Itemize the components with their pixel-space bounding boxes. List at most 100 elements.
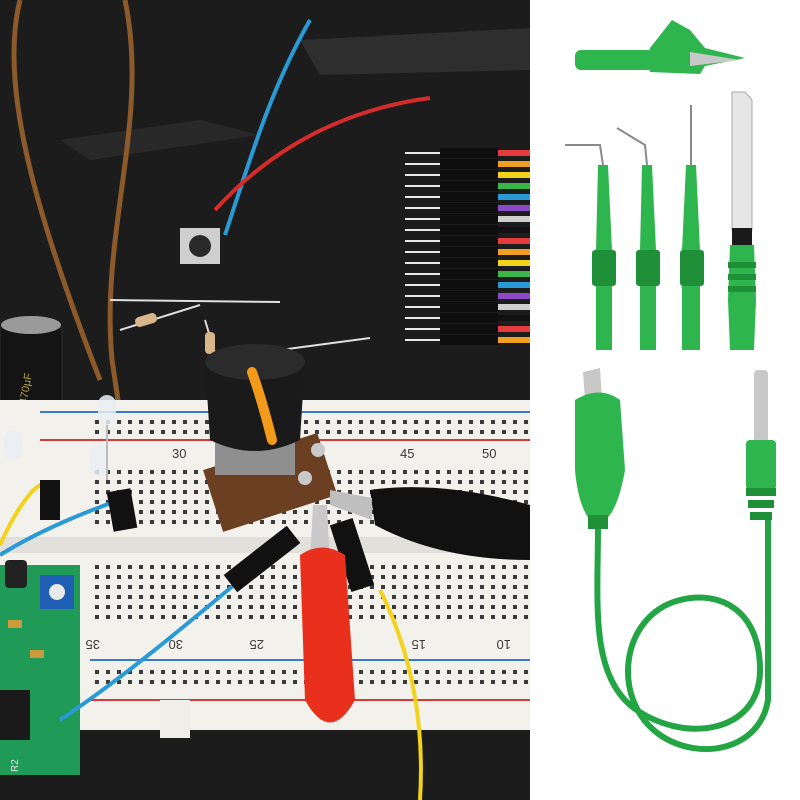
breadboard-hole (524, 615, 528, 619)
breadboard-hole (117, 680, 121, 684)
breadboard-hole (194, 595, 198, 599)
breadboard-hole (172, 670, 176, 674)
breadboard-hole (150, 605, 154, 609)
breadboard-hole (469, 430, 473, 434)
jumper-wire (495, 293, 530, 299)
breadboard-hole (403, 575, 407, 579)
breadboard-hole (436, 430, 440, 434)
breadboard-hole (172, 510, 176, 514)
alligator-clip-probe (575, 20, 745, 74)
breadboard-hole (458, 420, 462, 424)
breadboard-hole (161, 575, 165, 579)
breadboard-hole (117, 605, 121, 609)
breadboard-hole (183, 605, 187, 609)
breadboard-hole (95, 430, 99, 434)
breadboard-hole (513, 615, 517, 619)
breadboard-hole (458, 605, 462, 609)
breadboard-hole (238, 605, 242, 609)
breadboard-hole (106, 575, 110, 579)
red-wire (213, 96, 431, 212)
breadboard-hole (106, 520, 110, 524)
breadboard-hole (238, 615, 242, 619)
pcb-module: R2 (0, 560, 80, 775)
breadboard-hole (425, 680, 429, 684)
breadboard-hole (370, 670, 374, 674)
breadboard-hole (150, 680, 154, 684)
breadboard-hole (469, 615, 473, 619)
jumper-wire (495, 315, 530, 321)
breadboard-hole (117, 595, 121, 599)
breadboard-hole (392, 420, 396, 424)
breadboard-hole (172, 575, 176, 579)
brown-wire (107, 0, 135, 401)
breadboard-hole (106, 585, 110, 589)
breadboard-hole (172, 490, 176, 494)
breadboard-hole (304, 520, 308, 524)
breadboard-hole (128, 605, 132, 609)
breadboard-hole (117, 430, 121, 434)
breadboard-hole (392, 670, 396, 674)
jumper-wire (495, 304, 530, 310)
chalk-smudge (300, 28, 530, 75)
breadboard-hole (172, 585, 176, 589)
breadboard-hole (480, 670, 484, 674)
breadboard-hole (139, 585, 143, 589)
breadboard-hole (150, 510, 154, 514)
breadboard-hole (106, 680, 110, 684)
breadboard-hole (106, 670, 110, 674)
breadboard-hole (348, 470, 352, 474)
breadboard-hole (425, 615, 429, 619)
breadboard-hole (436, 585, 440, 589)
breadboard-hole (447, 430, 451, 434)
breadboard-hole (359, 430, 363, 434)
jumper-connector (440, 236, 498, 246)
breadboard-hole (381, 420, 385, 424)
breadboard-hole (128, 680, 132, 684)
breadboard-hole (491, 605, 495, 609)
breadboard-hole (117, 420, 121, 424)
jumper-wire (495, 161, 530, 167)
breadboard-hole (205, 670, 209, 674)
breadboard-hole (183, 490, 187, 494)
breadboard-hole (139, 680, 143, 684)
breadboard-hole (359, 615, 363, 619)
breadboard-hole (194, 490, 198, 494)
breadboard-hole (414, 575, 418, 579)
breadboard-hole (128, 575, 132, 579)
breadboard-hole (95, 615, 99, 619)
breadboard-hole (293, 575, 297, 579)
breadboard-hole (359, 680, 363, 684)
breadboard-hole (117, 575, 121, 579)
breadboard-number: 30 (169, 637, 183, 652)
breadboard-hole (524, 490, 528, 494)
breadboard-hole (469, 470, 473, 474)
breadboard-hole (139, 520, 143, 524)
breadboard-hole (249, 595, 253, 599)
breadboard-hole (403, 605, 407, 609)
jumper-wire (495, 238, 530, 244)
breadboard-hole (348, 615, 352, 619)
jumper-connector (440, 170, 498, 180)
breadboard-hole (381, 605, 385, 609)
breadboard-hole (161, 510, 165, 514)
breadboard-hole (414, 470, 418, 474)
alligator-clip-end (575, 368, 625, 529)
jumper-connector (440, 280, 498, 290)
breadboard-hole (447, 480, 451, 484)
breadboard-hole (150, 585, 154, 589)
breadboard-hole (249, 670, 253, 674)
breadboard-hole (95, 520, 99, 524)
breadboard-hole (161, 490, 165, 494)
breadboard-hole (172, 430, 176, 434)
breadboard-hole (480, 470, 484, 474)
breadboard-hole (172, 680, 176, 684)
breadboard-hole (502, 595, 506, 599)
breadboard-hole (117, 615, 121, 619)
breadboard-hole (326, 510, 330, 514)
breadboard-hole (172, 500, 176, 504)
breadboard-hole (161, 420, 165, 424)
breadboard-hole (480, 480, 484, 484)
jumper-connector (440, 214, 498, 224)
breadboard-hole (139, 490, 143, 494)
breadboard-hole (205, 680, 209, 684)
